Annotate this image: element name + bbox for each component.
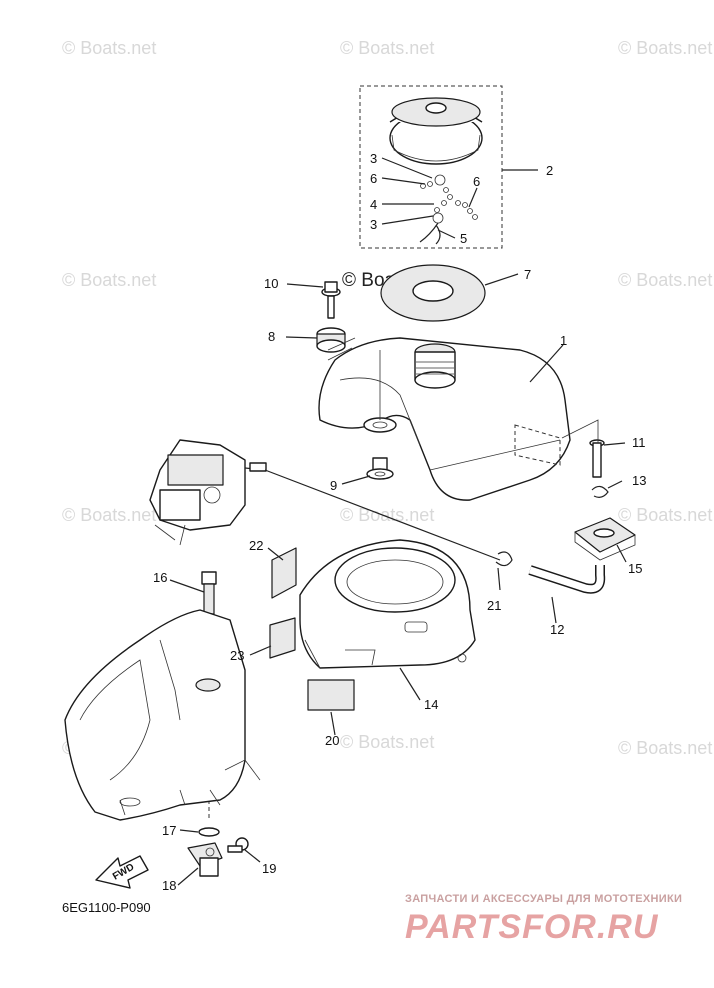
callout-4: 4 [370, 197, 377, 212]
watermark: © Boats.net [340, 38, 435, 58]
forward-arrow-icon: FWD [95, 855, 149, 889]
callout-16: 16 [153, 570, 167, 585]
watermark: © Boats.net [340, 505, 435, 525]
bolt-10 [321, 281, 341, 319]
watermark: © Boats.net [618, 270, 713, 290]
watermark: © Boats.net [618, 738, 713, 758]
seal-ring [380, 264, 486, 322]
callout-9: 9 [330, 478, 337, 493]
callout-20: 21 [487, 598, 501, 613]
carburetor [149, 439, 267, 546]
decal-23 [269, 617, 296, 659]
bolt-11 [589, 439, 605, 478]
brand-tagline: ЗАПЧАСТИ И АКСЕССУАРЫ ДЛЯ МОТОТЕХНИКИ [405, 893, 683, 905]
callout-7: 7 [524, 267, 531, 282]
cap-assembly-box [359, 85, 503, 249]
callout-6: 6 [370, 171, 377, 186]
callout-22: 22 [249, 538, 263, 553]
fuel-tank [318, 337, 571, 501]
callout-14: 14 [424, 697, 438, 712]
callout-12: 12 [550, 622, 564, 637]
joint-18 [187, 842, 223, 877]
collar-9 [366, 457, 394, 480]
watermark: © Boats.net [618, 38, 713, 58]
brand-logo: PARTSFOR.RU [405, 908, 659, 946]
callout-23: 23 [230, 648, 244, 663]
tank-cover-14 [299, 539, 476, 669]
clip-13 [591, 485, 609, 498]
watermark: © Boats.net [340, 732, 435, 752]
callout-19: 19 [262, 861, 276, 876]
callout-6: 6 [473, 174, 480, 189]
decal-22 [271, 547, 297, 599]
callout-1: 1 [560, 333, 567, 348]
callouts: 2 3 6 6 4 3 5 7 10 8 1 11 9 13 15 22 16 … [153, 151, 646, 893]
callout-18: 18 [162, 878, 176, 893]
watermark: © Boats.net [62, 270, 157, 290]
grommet-8 [316, 327, 346, 353]
cap-chain [419, 174, 478, 245]
callout-3: 3 [370, 151, 377, 166]
callout-3: 3 [370, 217, 377, 232]
leader-lines [169, 157, 627, 886]
hose-clip-20 [495, 551, 513, 567]
watermark: © Boats.net [62, 505, 157, 525]
diagram-code: 6EG1100-P090 [62, 900, 151, 915]
callout-10: 10 [264, 276, 278, 291]
callout-17: 17 [162, 823, 176, 838]
callout-15: 15 [628, 561, 642, 576]
watermark: © Boats.net [62, 38, 157, 58]
screw-19 [227, 837, 249, 853]
callout-11: 11 [632, 435, 646, 450]
o-ring-17 [198, 827, 220, 837]
fuel-cap [389, 97, 483, 165]
decal-21 [307, 679, 355, 711]
bottom-cowling [64, 609, 261, 821]
callout-8: 8 [268, 329, 275, 344]
callout-13: 13 [632, 473, 646, 488]
callout-2: 2 [546, 163, 553, 178]
watermark: © Boats.net [618, 505, 713, 525]
fuel-hose-12 [264, 469, 606, 594]
bracket-15 [574, 517, 636, 561]
callout-21: 20 [325, 733, 339, 748]
callout-5: 5 [460, 231, 467, 246]
